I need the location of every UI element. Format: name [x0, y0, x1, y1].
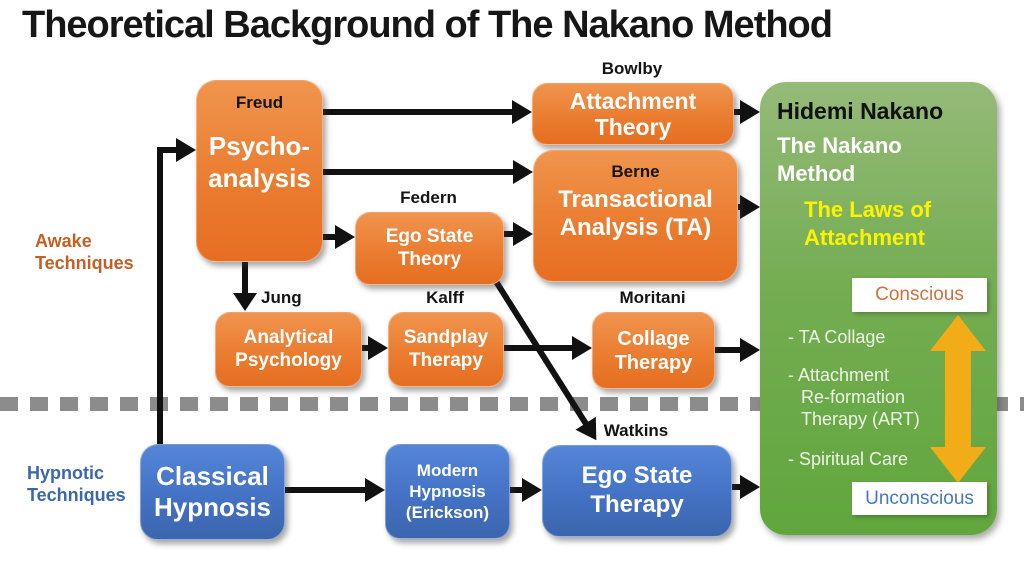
box-transactional-analysis: Berne Transactional Analysis (TA)	[533, 150, 738, 282]
box-classical-hypnosis: Classical Hypnosis	[140, 444, 285, 540]
scholar-federn: Federn	[400, 188, 457, 207]
panel-method-title: The Nakano Method	[777, 133, 902, 186]
panel-item-ta-collage: - TA Collage	[788, 327, 886, 347]
box-transactional-analysis-label: Transactional Analysis (TA)	[558, 186, 713, 241]
box-attachment-theory-label: Attachment Theory	[569, 87, 697, 140]
box-modern-hypnosis: Modern Hypnosis (Erickson)	[385, 444, 510, 539]
box-sandplay-therapy-label: Sandplay Therapy	[403, 326, 489, 371]
box-ego-state-theory-label: Ego State Theory	[385, 225, 474, 270]
scholar-moritani: Moritani	[619, 288, 686, 307]
box-attachment-theory: Attachment Theory	[532, 83, 734, 145]
conscious-unconscious-arrow-icon	[930, 315, 986, 483]
box-classical-hypnosis-label: Classical Hypnosis	[153, 460, 272, 522]
box-psychoanalysis-label: Psycho- analysis	[208, 131, 311, 193]
box-sandplay-therapy: Sandplay Therapy	[388, 312, 504, 387]
box-psychoanalysis: Freud Psycho- analysis	[196, 80, 323, 262]
scholar-jung: Jung	[261, 288, 302, 307]
scholar-watkins: Watkins	[603, 421, 669, 440]
box-collage-therapy-label: Collage Therapy	[614, 327, 693, 374]
scholar-kalff: Kalff	[426, 288, 464, 307]
box-analytical-psychology-label: Analytical Psychology	[235, 326, 342, 371]
conscious-label: Conscious	[852, 278, 987, 312]
panel-author: Hidemi Nakano	[777, 98, 944, 124]
scholar-bowlby: Bowlby	[601, 59, 663, 78]
nakano-method-panel: Hidemi Nakano The Nakano Method The Laws…	[760, 82, 997, 535]
awake-techniques-label: Awake Techniques	[35, 231, 134, 273]
unconscious-label: Unconscious	[852, 482, 987, 515]
box-modern-hypnosis-label: Modern Hypnosis (Erickson)	[405, 460, 490, 523]
box-analytical-psychology: Analytical Psychology	[215, 312, 362, 387]
panel-laws-of-attachment: The Laws of Attachment	[804, 197, 932, 250]
box-collage-therapy: Collage Therapy	[592, 312, 715, 389]
scholar-berne: Berne	[611, 162, 660, 181]
box-ego-state-therapy: Ego State Therapy	[542, 445, 732, 537]
page-title: Theoretical Background of The Nakano Met…	[22, 4, 833, 46]
box-ego-state-therapy-label: Ego State Therapy	[581, 462, 693, 518]
panel-item-spiritual-care: - Spiritual Care	[788, 449, 909, 469]
panel-item-art: - Attachment Re-formation Therapy (ART)	[788, 365, 920, 429]
box-ego-state-theory: Ego State Theory	[355, 212, 504, 285]
hypnotic-techniques-label: Hypnotic Techniques	[27, 463, 126, 505]
scholar-freud: Freud	[235, 93, 284, 112]
